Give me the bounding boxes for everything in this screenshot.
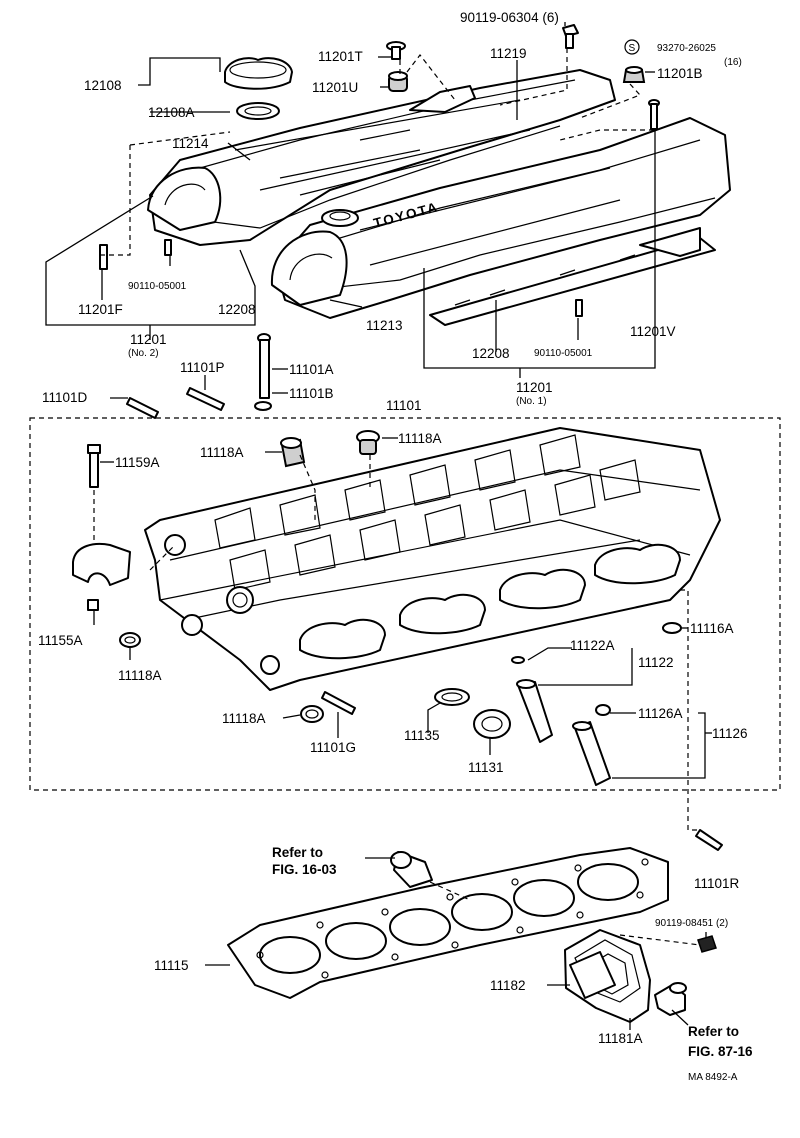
ring-11122A	[511, 656, 525, 664]
elbow-fitting	[654, 982, 687, 1016]
label-11135: 11135	[404, 728, 440, 743]
label-11201-no2: 11201	[130, 332, 167, 347]
label-11101R: 11101R	[694, 876, 740, 891]
cap-gasket-12108A	[236, 102, 280, 120]
label-11126: 11126	[712, 726, 748, 741]
stud-11101P	[186, 387, 225, 411]
seal-11201B	[622, 66, 646, 83]
gasket-11131	[473, 709, 511, 739]
label-11219: 11219	[490, 46, 527, 61]
label-11213: 11213	[366, 318, 403, 333]
plug-11116A	[662, 622, 682, 634]
label-11201-no1: 11201	[516, 380, 553, 395]
label-11131: 11131	[468, 760, 504, 775]
label-11118A-4: 11118A	[222, 711, 266, 726]
label-refer-to-2: Refer to	[688, 1024, 739, 1039]
label-12208-a: 12208	[218, 302, 256, 317]
label-11181A: 11181A	[598, 1031, 643, 1046]
bolt-11101A	[257, 333, 271, 399]
label-11122: 11122	[638, 655, 674, 670]
label-11159A: 11159A	[115, 455, 160, 470]
bearing-cap-11155A	[72, 543, 131, 611]
ring-11126A	[595, 704, 611, 716]
label-11122A: 11122A	[570, 638, 615, 653]
plug-11118A-3	[119, 632, 141, 648]
valve-guide-11126	[572, 721, 611, 786]
label-11118A-1: 11118A	[200, 445, 244, 460]
label-11101B: 11101B	[289, 386, 334, 401]
label-12208-b: 12208	[472, 346, 510, 361]
grommet-11201U	[388, 71, 408, 92]
stud-90110-05001-a	[164, 239, 172, 256]
label-refer-to-1: Refer to	[272, 845, 323, 860]
stud-11101G	[321, 691, 356, 715]
label-12108: 12108	[84, 78, 122, 93]
bolt-11201V	[648, 99, 660, 130]
bolt-11159A	[87, 444, 101, 488]
label-93270-26025: 93270-26025	[657, 43, 716, 54]
label-no2: (No. 2)	[128, 348, 159, 359]
bolt-90119-06304	[562, 24, 579, 49]
label-11201U: 11201U	[312, 80, 358, 95]
label-11201F: 11201F	[78, 302, 123, 317]
label-fig-87-16: FIG. 87-16	[688, 1044, 753, 1059]
dowel-pin	[390, 851, 433, 888]
figure-code: MA 8492-A	[688, 1072, 738, 1083]
label-11118A-2: 11118A	[398, 431, 442, 446]
valve-cover-no2	[147, 69, 616, 246]
cylinder-head-11101	[144, 427, 721, 691]
label-11155A: 11155A	[38, 633, 83, 648]
label-11126A: 11126A	[638, 706, 683, 721]
label-11115: 11115	[154, 958, 189, 973]
label-11182: 11182	[490, 978, 526, 993]
plug-11118A-1	[280, 437, 306, 468]
label-11101: 11101	[386, 398, 422, 413]
label-90110-05001-a: 90110-05001	[128, 281, 187, 292]
label-11101D: 11101D	[42, 390, 88, 405]
head-gasket-11115	[227, 847, 669, 999]
stud-11101D	[126, 397, 159, 419]
label-90119-08451: 90119-08451 (2)	[655, 918, 728, 929]
stud-90110-05001-b	[575, 299, 583, 317]
label-11201B: 11201B	[657, 66, 703, 81]
washer-11101B	[254, 401, 272, 411]
valve-cover-no1: TOYOTA	[270, 117, 731, 326]
gasket-11182	[569, 951, 616, 999]
label-11101G: 11101G	[310, 740, 356, 755]
seal-11135	[434, 688, 470, 706]
head-subassembly-box	[29, 417, 781, 791]
label-12108A: 12108A	[148, 105, 195, 120]
label-qty-16: (16)	[724, 57, 742, 68]
label-11116A: 11116A	[690, 621, 734, 636]
circle-s-symbol: S	[624, 39, 640, 55]
label-11118A-3: 11118A	[118, 668, 162, 683]
label-no1: (No. 1)	[516, 396, 547, 407]
callout-labels: 90119-06304 (6) 11201T 11219 93270-26025…	[38, 10, 753, 1083]
label-11214: 11214	[172, 136, 209, 151]
stud-11101R	[695, 829, 723, 851]
valve-guide-11122	[516, 679, 553, 743]
label-11201T: 11201T	[318, 49, 363, 64]
label-90119-06304: 90119-06304 (6)	[460, 10, 559, 25]
plug-11201T	[386, 41, 406, 60]
label-11101P: 11101P	[180, 360, 225, 375]
plug-11118A-2	[356, 430, 380, 455]
oil-filler-cap-12108	[224, 57, 293, 90]
plug-11118A-4	[300, 705, 324, 723]
label-90110-05001-b: 90110-05001	[534, 348, 593, 359]
label-11201V: 11201V	[630, 324, 676, 339]
label-fig-16-03: FIG. 16-03	[272, 862, 337, 877]
svg-text:S: S	[629, 43, 636, 54]
label-11101A: 11101A	[289, 362, 334, 377]
bolt-90119-08451	[697, 935, 717, 953]
stud-11201F	[99, 244, 108, 270]
